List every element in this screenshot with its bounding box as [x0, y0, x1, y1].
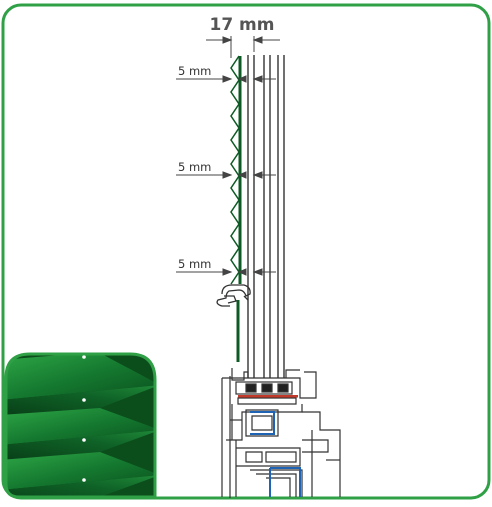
gasket-red	[238, 395, 298, 398]
gap-label-3: 5 mm	[178, 257, 211, 271]
glazing-lines	[247, 55, 285, 378]
dimension-5mm-3	[176, 268, 276, 276]
dimension-17mm	[206, 36, 280, 58]
steel-reinforcement-upper	[250, 411, 275, 435]
steel-reinforcement-lower	[269, 467, 301, 497]
pleated-fabric-inset	[6, 354, 155, 497]
dimension-5mm-2	[176, 171, 276, 179]
bottom-rail-profile	[216, 284, 251, 307]
dimension-top-label: 17 mm	[209, 15, 274, 35]
dimension-5mm-1	[176, 75, 276, 83]
gap-label-1: 5 mm	[178, 64, 211, 78]
pleated-fabric-profile	[230, 55, 240, 285]
gap-label-2: 5 mm	[178, 160, 211, 174]
inset-border	[4, 352, 157, 499]
